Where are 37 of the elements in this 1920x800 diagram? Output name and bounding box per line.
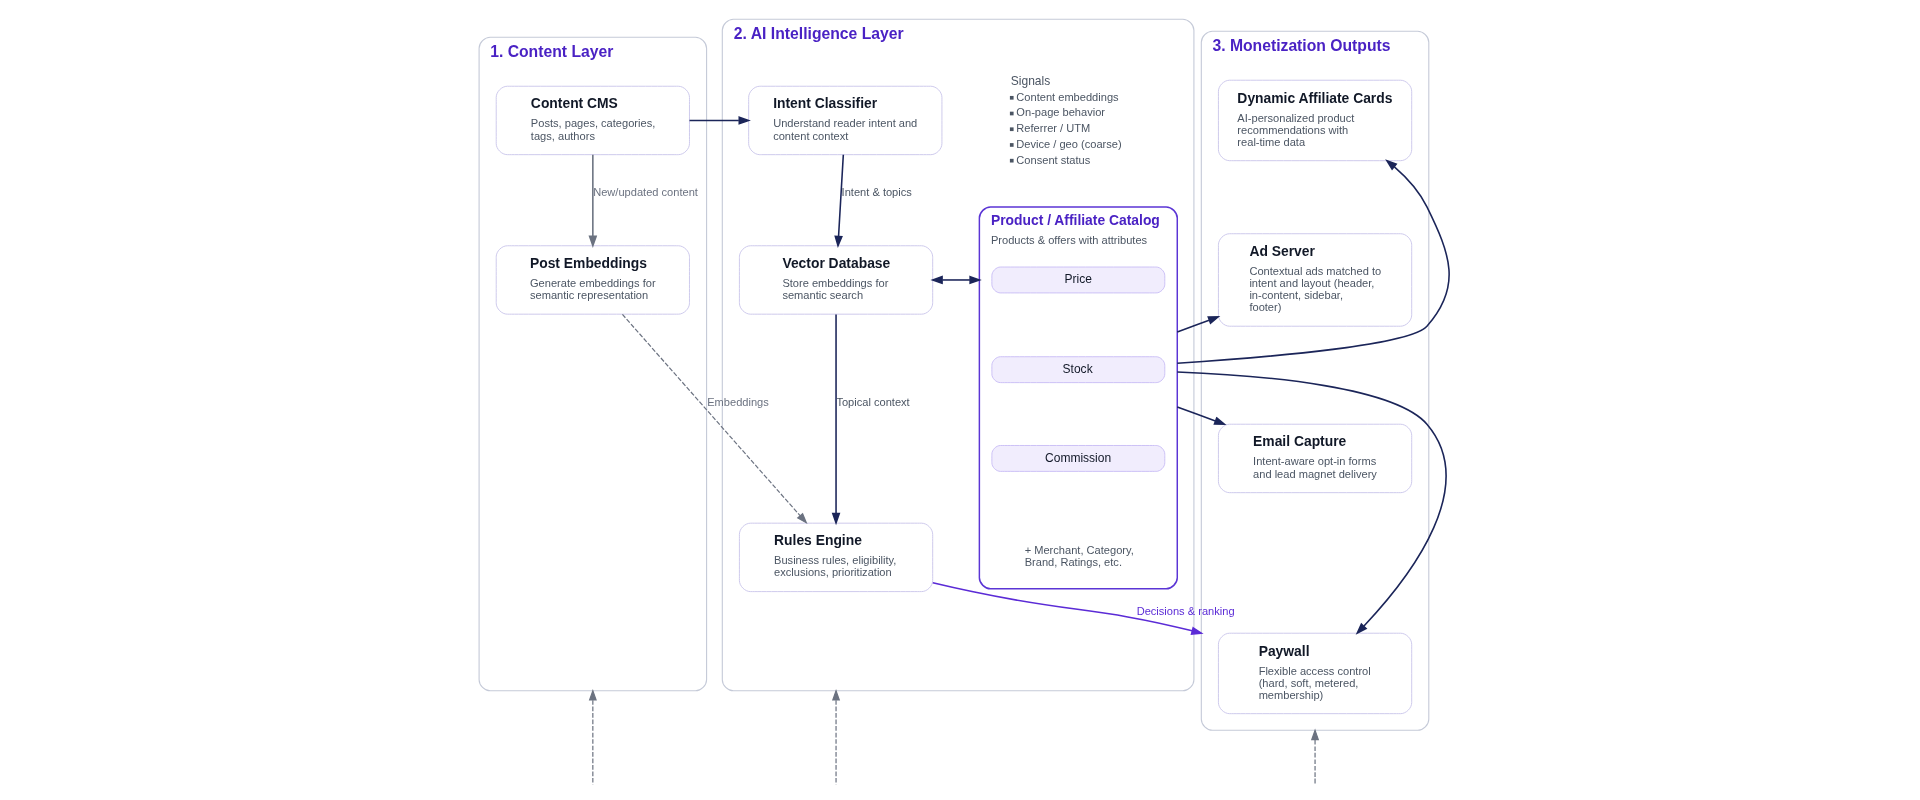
arrow (588, 154, 597, 249)
node-box: Intent Classifier Understand reader intent and content context (747, 85, 942, 156)
node-box: Stock (990, 356, 1165, 384)
node-box: Rules Engine Business rules, eligibility, exclusions, prioritization (738, 522, 933, 593)
arrow (1176, 316, 1220, 333)
arrow (1310, 728, 1319, 786)
arrow (1176, 159, 1450, 365)
label: Consent status (1015, 153, 1090, 166)
node-box: Commission (990, 445, 1165, 472)
label: + Merchant, Category, Brand, Ratings, etc. (1024, 544, 1134, 569)
label: Device / geo (coarse) (1015, 137, 1122, 150)
arrow (931, 581, 1204, 635)
arrow (831, 688, 840, 785)
arrow (833, 154, 844, 248)
node-box: Price (990, 266, 1165, 294)
arrow (929, 275, 982, 285)
node-box: Email Capture Intent-aware opt-in forms and lead magnet delivery (1217, 423, 1412, 494)
edge-label: New/updated content (592, 186, 698, 199)
label: Signals (1010, 73, 1050, 88)
edge-label: Intent & topics (841, 186, 912, 199)
arrow (1176, 371, 1447, 635)
node-box: Paywall Flexible access control (hard, soft, metered, membership) (1217, 632, 1412, 715)
edge-label: Embeddings (706, 396, 769, 409)
node-box: Content CMS Posts, pages, categories, tags, authors (495, 85, 690, 156)
node-box: Dynamic Affiliate Cards AI-personalized product recommendations with real-time data (1217, 79, 1412, 162)
arrow (621, 313, 807, 525)
label: Content embeddings (1015, 90, 1119, 103)
arrow (831, 313, 840, 526)
arrow (688, 116, 751, 125)
node-box: Ad Server Contextual ads matched to intent and layout (header, in-content, sidebar, footer) (1217, 233, 1412, 327)
node-box: Post Embeddings Generate embeddings for semantic representation (495, 245, 690, 315)
label: Referrer / UTM (1015, 122, 1090, 135)
node-box: Vector Database Store embeddings for semantic search (738, 245, 933, 315)
arrow (588, 688, 597, 785)
edge-label: Decisions & ranking (1136, 605, 1235, 618)
label: On-page behavior (1015, 106, 1105, 119)
arrow (1176, 406, 1226, 425)
